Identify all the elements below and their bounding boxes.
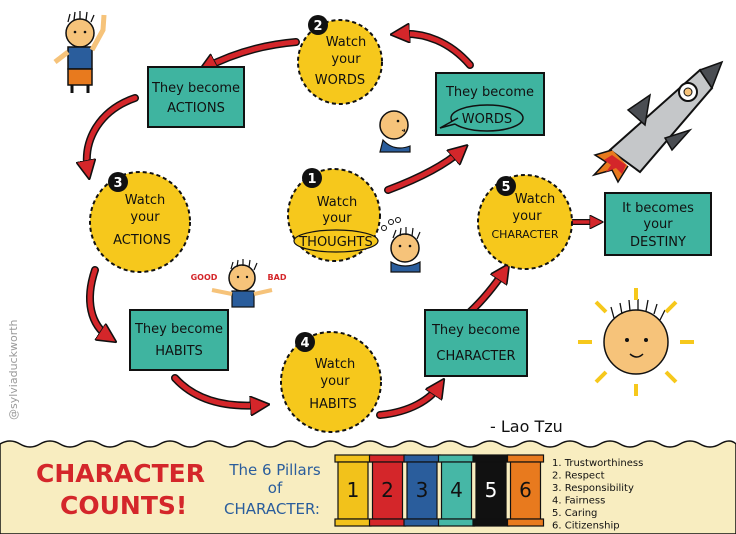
- pillar-4: 4: [437, 454, 476, 527]
- pillar-3: 3: [403, 454, 441, 527]
- box-habits-line1: They become: [134, 322, 223, 337]
- box-actions-line2: ACTIONS: [167, 101, 225, 116]
- step-1-line2: your: [322, 211, 352, 226]
- box-words-line1: They become: [445, 85, 534, 100]
- quote-attribution: - Lao Tzu: [490, 417, 563, 436]
- step-5-line2: your: [512, 209, 542, 224]
- bad-label: BAD: [268, 273, 287, 282]
- box-character-line1: They become: [431, 323, 520, 338]
- flow-arrows: [86, 34, 598, 419]
- rocket-illustration: [591, 60, 724, 184]
- box-words-line2: WORDS: [462, 112, 512, 127]
- banner-subtitle-line1: The 6 Pillars: [228, 461, 321, 479]
- step-4-bubble: 4 Watch your HABITS: [280, 331, 382, 433]
- box-character-line2: CHARACTER: [436, 349, 515, 364]
- box-destiny-line1: It becomes: [622, 201, 694, 216]
- pillar-1-label: 1: [347, 478, 360, 502]
- pillar-4-label: 4: [450, 478, 463, 502]
- pillar-6: 6: [506, 454, 545, 527]
- arrow-step3-to-habits: [86, 266, 110, 338]
- arrow-words-to-actions: [205, 38, 300, 68]
- pillar-list-item: 1. Trustworthiness: [552, 458, 643, 469]
- character-counts-banner: CHARACTER COUNTS! The 6 Pillars of CHARA…: [0, 440, 736, 534]
- step-3-line2: your: [130, 210, 160, 225]
- step-4-line2: your: [320, 374, 350, 389]
- step-5-line1: Watch: [515, 192, 555, 207]
- box-character: They become CHARACTER: [424, 309, 528, 377]
- box-actions-line1: They become: [151, 81, 240, 96]
- step-5-line3: CHARACTER: [492, 228, 559, 241]
- step-1-line3: THOUGHTS: [298, 235, 373, 250]
- box-words: They become WORDS: [435, 72, 545, 136]
- banner-subtitle-line2: of: [268, 479, 283, 497]
- step-5-number: 5: [501, 180, 510, 195]
- banner-title-line1: CHARACTER: [36, 459, 205, 488]
- box-actions: They become ACTIONS: [147, 66, 245, 128]
- arrow-habits-to-step4: [171, 374, 262, 406]
- step-4-line1: Watch: [315, 357, 355, 372]
- banner-subtitle-line3: CHARACTER:: [224, 500, 320, 518]
- pillar-2: 2: [368, 454, 407, 527]
- step-1-number: 1: [307, 172, 316, 187]
- pillar-list-item: 3. Responsibility: [552, 483, 634, 494]
- step-2-line2: your: [331, 52, 361, 67]
- box-destiny: It becomes your DESTINY: [604, 192, 712, 256]
- pillar-6-label: 6: [519, 478, 532, 502]
- arrow-words-to-step2: [398, 34, 474, 69]
- pillar-5: 5: [472, 454, 510, 527]
- pillar-list-item: 6. Citizenship: [552, 521, 620, 532]
- box-habits: They become HABITS: [129, 309, 229, 371]
- step-3-bubble: 3 Watch your ACTIONS: [89, 171, 191, 273]
- pillar-5-label: 5: [485, 478, 498, 502]
- step-1-bubble: 1 Watch your THOUGHTS: [287, 168, 381, 262]
- arrow-actions-to-step3: [87, 94, 139, 172]
- pillar-1: 1: [334, 454, 372, 527]
- step-3-line3: ACTIONS: [113, 233, 171, 248]
- sun-face-illustration: [578, 288, 694, 396]
- thinking-kid-illustration: [381, 217, 421, 273]
- step-2-bubble: 2 Watch your WORDS: [297, 15, 383, 105]
- step-1-line1: Watch: [317, 195, 357, 210]
- step-2-line1: Watch: [326, 35, 366, 50]
- waving-kid-illustration: [53, 11, 107, 93]
- box-habits-line2: HABITS: [155, 344, 203, 359]
- banner-title-line2: COUNTS!: [60, 491, 187, 520]
- step-3-line1: Watch: [125, 193, 165, 208]
- box-destiny-line2: your: [643, 217, 673, 232]
- pillar-3-label: 3: [416, 478, 429, 502]
- arrow-thoughts-to-words: [384, 150, 462, 194]
- pillar-2-label: 2: [381, 478, 394, 502]
- step-5-bubble: 5 Watch your CHARACTER: [477, 174, 573, 270]
- pillar-list-item: 4. Fairness: [552, 496, 605, 507]
- arrow-character-to-step5: [466, 270, 505, 316]
- step-4-line3: HABITS: [309, 397, 357, 412]
- good-bad-kid-illustration: GOOD BAD: [191, 259, 287, 308]
- step-2-line3: WORDS: [315, 73, 365, 88]
- step-4-number: 4: [300, 336, 309, 351]
- arrow-step4-to-character: [376, 385, 440, 419]
- good-label: GOOD: [191, 273, 218, 282]
- pillar-list-item: 2. Respect: [552, 471, 605, 482]
- box-destiny-line3: DESTINY: [630, 235, 686, 250]
- talking-kid-illustration: [379, 110, 411, 153]
- pillar-list-item: 5. Caring: [552, 508, 597, 519]
- step-2-number: 2: [313, 19, 322, 34]
- step-3-number: 3: [113, 176, 122, 191]
- artist-credit: @sylviaduckworth: [7, 319, 20, 420]
